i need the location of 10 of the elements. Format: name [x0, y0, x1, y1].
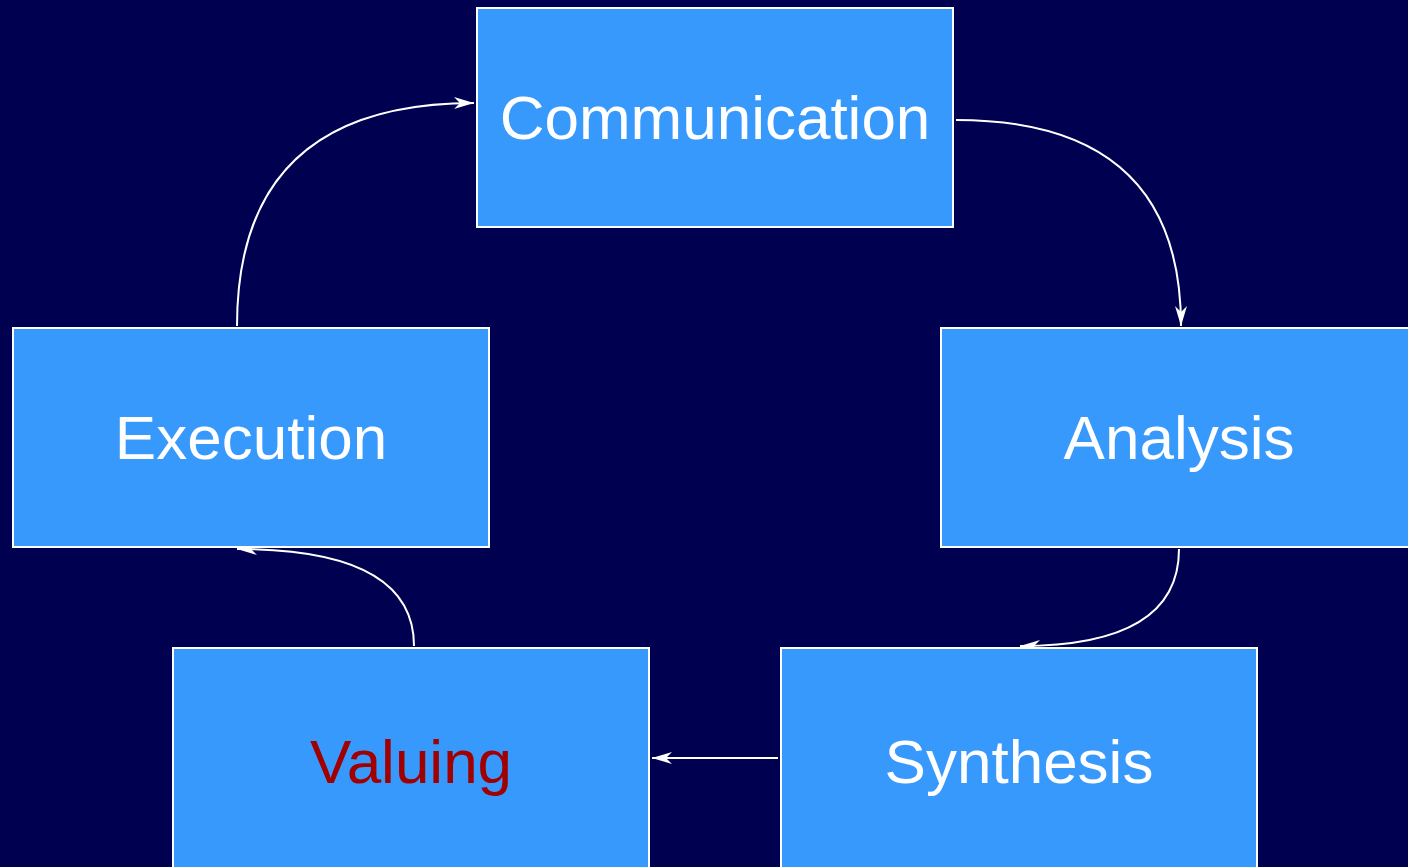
process-box [172, 647, 650, 867]
arrow [955, 119, 1187, 327]
process-box [780, 647, 1258, 867]
arrow [236, 97, 475, 327]
arrow [651, 752, 779, 764]
box-label: Communication [499, 86, 931, 149]
box-label: Execution [114, 406, 388, 469]
process-box [476, 7, 954, 228]
process-box [12, 327, 490, 548]
process-box [940, 327, 1408, 548]
